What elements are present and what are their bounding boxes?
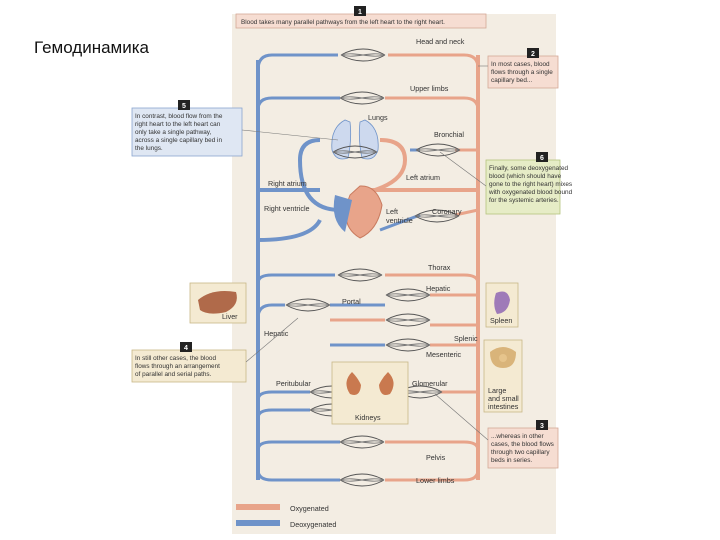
label-splenic: Splenic [454,334,478,343]
capillary-bed [414,209,460,223]
callout-3: 3 ...whereas in other cases, the blood f… [487,420,559,469]
label-head-neck: Head and neck [416,37,465,46]
callout-6-line-3: gone to the right heart) mixes [489,181,572,188]
label-left-atrium: Left atrium [406,173,440,182]
label-bronchial: Bronchial [434,130,464,139]
label-intestines-3: intestines [488,402,519,411]
label-glomerular: Glomerular [412,379,448,388]
callout-6-number: 6 [540,155,544,162]
capillary-bed [339,473,385,487]
callout-6-line-1: Finally, some deoxygenated [489,165,569,172]
callout-6-line-5: for the systemic arteries. [489,197,559,204]
callout-6: 6 Finally, some deoxygenated blood (whic… [485,152,573,215]
callout-5-line-2: right heart to the left heart can [135,121,221,128]
label-mesenteric: Mesenteric [426,350,462,359]
callout-5-line-5: the lungs. [135,145,163,152]
capillary-bed [385,338,431,352]
capillary-bed [385,313,431,327]
callout-leaders [241,65,489,441]
callout-5-line-4: across a single capillary bed in [135,137,222,144]
callout-2: 2 In most cases, blood flows through a s… [487,48,559,89]
callout-6-line-4: with oxygenated blood bound [488,189,573,196]
callout-4: 4 In still other cases, the blood flows … [131,342,247,383]
legend: Oxygenated Deoxygenated [236,504,336,529]
capillary-bed [337,268,383,282]
label-intestines-1: Large [488,386,506,395]
label-spleen: Spleen [490,316,512,325]
callout-5-number: 5 [182,103,186,110]
capillary-bed [339,435,385,449]
label-peritubular: Peritubular [276,379,311,388]
legend-label-oxygenated: Oxygenated [290,504,329,513]
label-left-ventricle-2: ventricle [386,216,413,225]
label-portal: Portal [342,297,361,306]
label-coronary: Coronary [432,207,462,216]
capillary-bed [340,48,386,62]
heart-shape [333,185,383,239]
label-liver: Liver [222,312,238,321]
label-hepatic-vein: Hepatic [264,329,289,338]
label-right-ventricle: Right ventricle [264,204,310,213]
pulmonary-circuit [257,138,478,242]
label-right-atrium: Right atrium [268,179,307,188]
callout-3-line-3: through two capillary [491,449,550,456]
callout-1: 1 Blood takes many parallel pathways fro… [235,6,487,29]
callout-1-number: 1 [358,9,362,16]
legend-label-deoxygenated: Deoxygenated [290,520,336,529]
capillary-bed [332,145,378,159]
callout-2-line-3: capillary bed... [491,77,532,84]
callout-1-text: Blood takes many parallel pathways from … [241,19,445,26]
capillary-bed [339,91,385,105]
callout-5-line-1: In contrast, blood flow from the [135,113,223,120]
label-upper-limbs: Upper limbs [410,84,449,93]
callout-4-line-2: flows through an arrangement [135,363,220,370]
label-intestines-2: and small [488,394,519,403]
slide-title: Гемодинамика [34,38,149,57]
callout-6-line-2: blood (which should have [489,173,562,180]
capillary-bed [285,298,331,312]
label-left-ventricle-1: Left [386,207,398,216]
spleen-icon [485,282,519,328]
callout-2-line-1: In most cases, blood [491,61,550,68]
callout-2-line-2: flows through a single [491,69,553,76]
legend-swatch-oxygenated [236,504,280,510]
liver-icon [189,282,247,324]
callout-4-line-3: of parallel and serial paths. [135,371,212,378]
callout-5: 5 In contrast, blood flow from the right… [131,100,243,157]
legend-swatch-deoxygenated [236,520,280,526]
intestines-icon [483,339,523,413]
callout-4-line-1: In still other cases, the blood [135,355,216,362]
diagram-labels: Head and neck Upper limbs Lungs Bronchia… [222,37,519,485]
callout-3-line-2: cases, the blood flows [491,441,554,448]
callout-5-line-3: only take a single pathway, [135,129,211,136]
callout-2-number: 2 [531,51,535,58]
systemic-branches [256,53,480,482]
callout-4-number: 4 [184,345,188,352]
capillary-bed [385,288,431,302]
capillary-bed [415,143,461,157]
callout-3-line-4: beds in series. [491,457,532,464]
label-kidneys: Kidneys [355,413,381,422]
label-pelvis: Pelvis [426,453,446,462]
label-thorax: Thorax [428,263,451,272]
label-lungs: Lungs [368,113,388,122]
lungs-shape [331,119,379,160]
label-lower-limbs: Lower limbs [416,476,455,485]
label-hepatic-artery: Hepatic [426,284,451,293]
kidneys-icon [331,361,409,425]
callout-3-number: 3 [540,423,544,430]
callout-3-line-1: ...whereas in other [491,433,544,440]
